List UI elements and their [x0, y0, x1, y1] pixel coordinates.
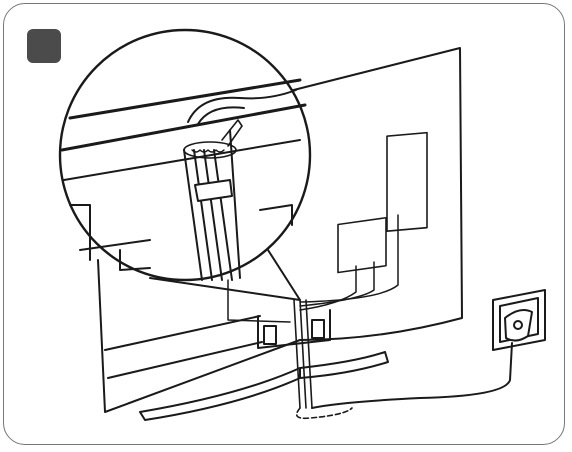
power-plug: [505, 310, 532, 341]
power-cable: [312, 343, 512, 408]
port-panel: [338, 133, 427, 273]
cable-down-stand: [294, 300, 352, 418]
